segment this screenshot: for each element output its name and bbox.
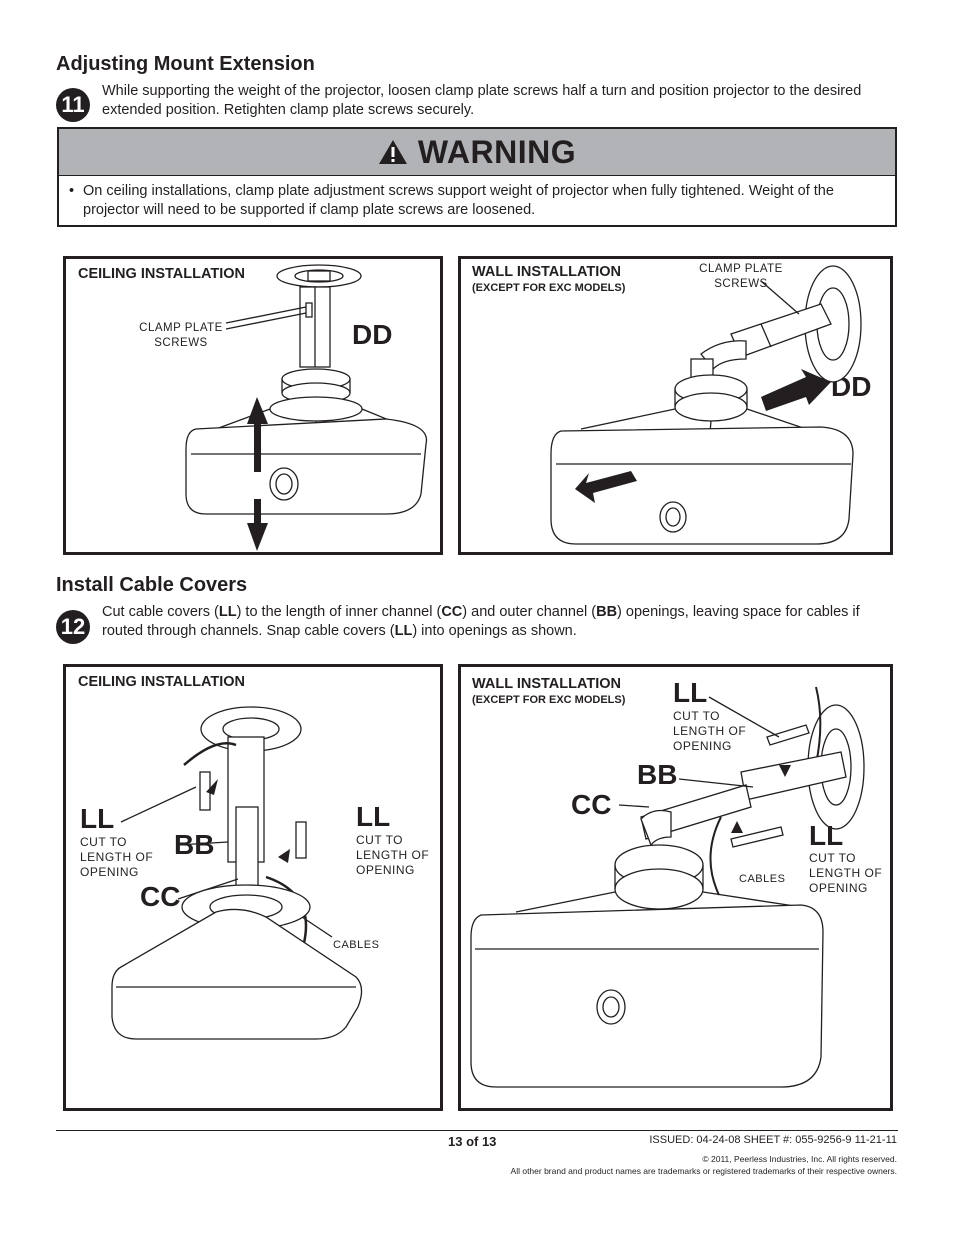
trademarks: All other brand and product names are tr… [510, 1166, 897, 1176]
ceiling-mount-drawing [185, 264, 428, 551]
warning-bullet: • [69, 183, 75, 199]
wall-mount-drawing [550, 265, 862, 545]
panel-ceiling-covers: CEILING INSTALLATION [63, 664, 443, 1111]
wall-covers-drawing [470, 686, 865, 1088]
part-label-ll-top: LL [673, 677, 708, 708]
warning-body: • On ceiling installations, clamp plate … [59, 176, 895, 220]
panel-title: WALL INSTALLATION [472, 264, 622, 280]
step-number-12: 12 [56, 610, 90, 644]
part-label-ll-right: LL [809, 820, 844, 851]
panel-title: WALL INSTALLATION [472, 676, 622, 692]
part-label-bb: BB [174, 829, 215, 860]
part-label-cc: CC [140, 881, 181, 912]
panel-subtitle: (EXCEPT FOR EXC MODELS) [472, 694, 626, 706]
panel-wall-covers: WALL INSTALLATION (EXCEPT FOR EXC MODELS… [458, 664, 893, 1111]
part-label-ll-left: LL [80, 803, 115, 834]
part-label-ll-right: LL [356, 801, 391, 832]
ceiling-covers-drawing [111, 706, 363, 1040]
warning-triangle-icon [378, 139, 408, 165]
warning-title: WARNING [417, 133, 577, 170]
cables-label: CABLES [333, 939, 380, 951]
step-11-text: While supporting the weight of the proje… [102, 83, 862, 118]
panel-wall-extension: WALL INSTALLATION (EXCEPT FOR EXC MODELS… [458, 256, 893, 555]
issued-info: ISSUED: 04-24-08 SHEET #: 055-9256-9 11-… [649, 1134, 897, 1146]
copyright: © 2011, Peerless Industries, Inc. All ri… [702, 1154, 897, 1164]
step-12-text: Cut cable covers (LL) to the length of i… [102, 604, 860, 639]
page-number: 13 of 13 [448, 1134, 497, 1149]
panel-title: CEILING INSTALLATION [78, 266, 246, 282]
footer-rule [56, 1130, 898, 1131]
section-heading-adjusting: Adjusting Mount Extension [56, 53, 315, 75]
part-label-cc: CC [571, 789, 612, 820]
part-label-dd: DD [352, 319, 393, 350]
part-label-bb: BB [637, 759, 678, 790]
warning-header: WARNING [59, 129, 895, 176]
cables-label: CABLES [739, 873, 786, 885]
step-number-11: 11 [56, 88, 90, 122]
section-heading-install-covers: Install Cable Covers [56, 574, 248, 596]
warning-text: On ceiling installations, clamp plate ad… [83, 183, 834, 218]
panel-subtitle: (EXCEPT FOR EXC MODELS) [472, 282, 626, 294]
panel-title: CEILING INSTALLATION [78, 674, 246, 690]
warning-box: WARNING • On ceiling installations, clam… [57, 127, 897, 227]
